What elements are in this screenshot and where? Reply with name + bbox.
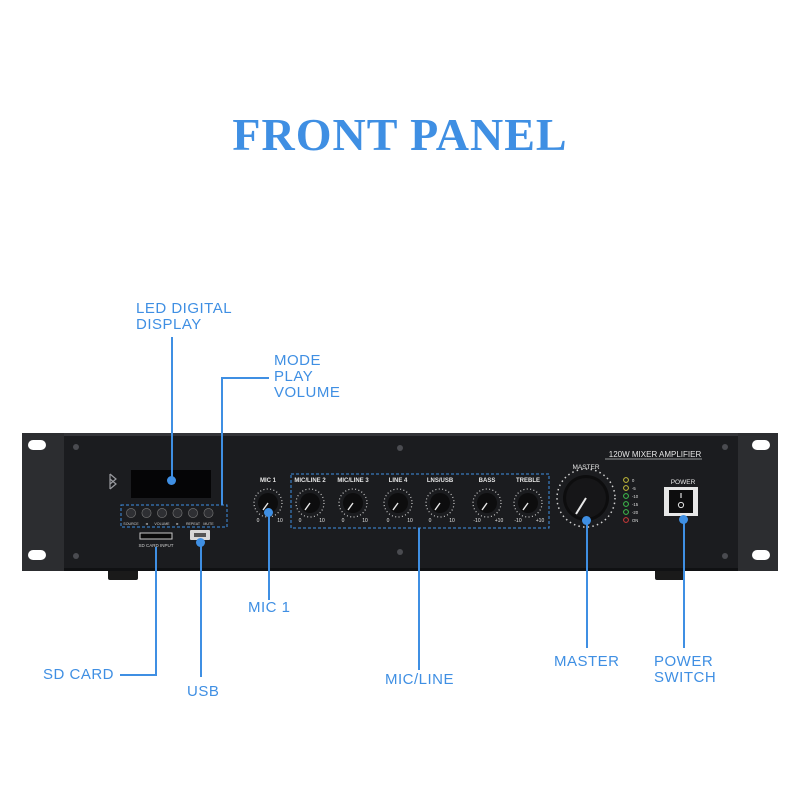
master-knob-scale xyxy=(556,468,616,528)
channel-max-label: +10 xyxy=(536,518,545,524)
channel-label: BASS xyxy=(479,478,496,484)
channel-min-label: 0 xyxy=(342,518,345,524)
callout-mic1: MIC 1 xyxy=(248,599,291,616)
power-switch-pointer xyxy=(683,520,685,648)
channel-knob-scale xyxy=(425,488,455,518)
level-led xyxy=(623,477,629,483)
player-button-label: MUTE xyxy=(203,522,214,526)
channel-min-label: 0 xyxy=(299,518,302,524)
player-button-label: ◄ xyxy=(145,522,149,526)
channel-knob-scale xyxy=(338,488,368,518)
channel-max-label: 10 xyxy=(407,518,413,524)
channel-knob-scale xyxy=(513,488,543,518)
usb-pointer-dot xyxy=(196,538,205,547)
sd-card-pointer-h xyxy=(120,674,157,676)
channel-label: MIC 1 xyxy=(260,478,277,484)
power-switch-pointer-dot xyxy=(679,515,688,524)
channel-label: MIC/LINE 2 xyxy=(294,478,326,484)
channel-label: LINE 4 xyxy=(389,478,408,484)
level-led xyxy=(623,501,629,507)
channel-max-label: +10 xyxy=(495,518,504,524)
callout-sd-card: SD CARD xyxy=(43,666,115,683)
level-led-label: -5 xyxy=(632,486,636,491)
master-pointer-dot xyxy=(582,516,591,525)
mic-line-group-frame xyxy=(290,473,550,529)
player-button-label: VOLUME xyxy=(154,522,170,526)
player-button-label: REPEAT xyxy=(186,522,201,526)
callout-led-line-1: LED DIGITAL xyxy=(136,300,233,317)
power-label: POWER xyxy=(671,479,696,486)
callout-led-line-2: DISPLAY xyxy=(136,316,202,333)
channel-min-label: 0 xyxy=(429,518,432,524)
led-display-pointer xyxy=(171,337,173,479)
level-led-label: -10 xyxy=(632,494,639,499)
mic1-pointer xyxy=(268,512,270,600)
level-led-label: -15 xyxy=(632,502,639,507)
mode-pointer-h xyxy=(221,377,269,379)
callout-mode-line-2: PLAY xyxy=(274,368,314,385)
callout-usb: USB xyxy=(187,683,220,700)
callout-mic-line: MIC/LINE xyxy=(385,671,455,688)
channel-max-label: 10 xyxy=(277,518,283,524)
channel-knob-scale xyxy=(253,488,283,518)
channel-label: LNS/USB xyxy=(427,478,454,484)
player-button-label: SOURCE xyxy=(123,522,139,526)
player-button xyxy=(157,508,167,518)
master-pointer xyxy=(586,520,588,648)
channel-max-label: 10 xyxy=(449,518,455,524)
channel-min-label: -10 xyxy=(514,518,521,524)
callout-led-digital-display: LED DIGITAL DISPLAY xyxy=(136,301,232,333)
player-button xyxy=(172,508,183,518)
player-button xyxy=(188,508,198,518)
right-rack-ear xyxy=(734,433,778,571)
mic1-pointer-dot xyxy=(264,508,273,517)
mode-pointer-v xyxy=(221,377,223,505)
level-led-label: ON xyxy=(632,518,638,523)
led-display-pointer-dot xyxy=(167,476,176,485)
level-led-label: -20 xyxy=(632,510,639,515)
level-led xyxy=(623,493,629,499)
sd-card-slot-label: SD CARD INPUT xyxy=(138,543,173,548)
channel-label: TREBLE xyxy=(516,478,540,484)
channel-min-label: 0 xyxy=(387,518,390,524)
callout-mode-line-3: VOLUME xyxy=(274,384,341,401)
channel-label: MIC/LINE 3 xyxy=(337,478,369,484)
player-button-label: ► xyxy=(176,522,180,526)
callout-power-line-1: POWER xyxy=(654,653,714,670)
sd-card-slot xyxy=(139,532,173,540)
bluetooth-icon xyxy=(109,473,117,490)
callout-power-switch: POWER SWITCH xyxy=(654,654,716,686)
page-title: FRONT PANEL xyxy=(232,109,568,160)
left-rack-ear xyxy=(22,433,68,571)
sd-card-pointer-v xyxy=(155,547,157,675)
channel-min-label: 0 xyxy=(257,518,260,524)
level-led xyxy=(623,509,629,515)
callout-master: MASTER xyxy=(554,653,620,670)
mode-buttons-frame xyxy=(120,504,228,528)
channel-max-label: 10 xyxy=(319,518,325,524)
level-led xyxy=(623,517,629,523)
player-button xyxy=(126,508,136,518)
level-led xyxy=(623,485,629,491)
channel-max-label: 10 xyxy=(362,518,368,524)
player-button xyxy=(203,508,214,518)
usb-pointer xyxy=(200,541,202,677)
mic-line-pointer xyxy=(418,528,420,670)
player-button xyxy=(141,508,152,518)
channel-knob-scale xyxy=(472,488,502,518)
callout-mode-play-volume: MODE PLAY VOLUME xyxy=(274,353,340,401)
channel-knob-scale xyxy=(383,488,413,518)
master-knob-label: MASTER xyxy=(572,464,599,471)
callout-mode-line-1: MODE xyxy=(274,352,321,369)
channel-knob-scale xyxy=(295,488,325,518)
callout-power-line-2: SWITCH xyxy=(654,669,717,686)
model-label: 120W MIXER AMPLIFIER xyxy=(609,450,702,459)
level-led-label: 0 xyxy=(632,478,635,483)
channel-min-label: -10 xyxy=(473,518,480,524)
